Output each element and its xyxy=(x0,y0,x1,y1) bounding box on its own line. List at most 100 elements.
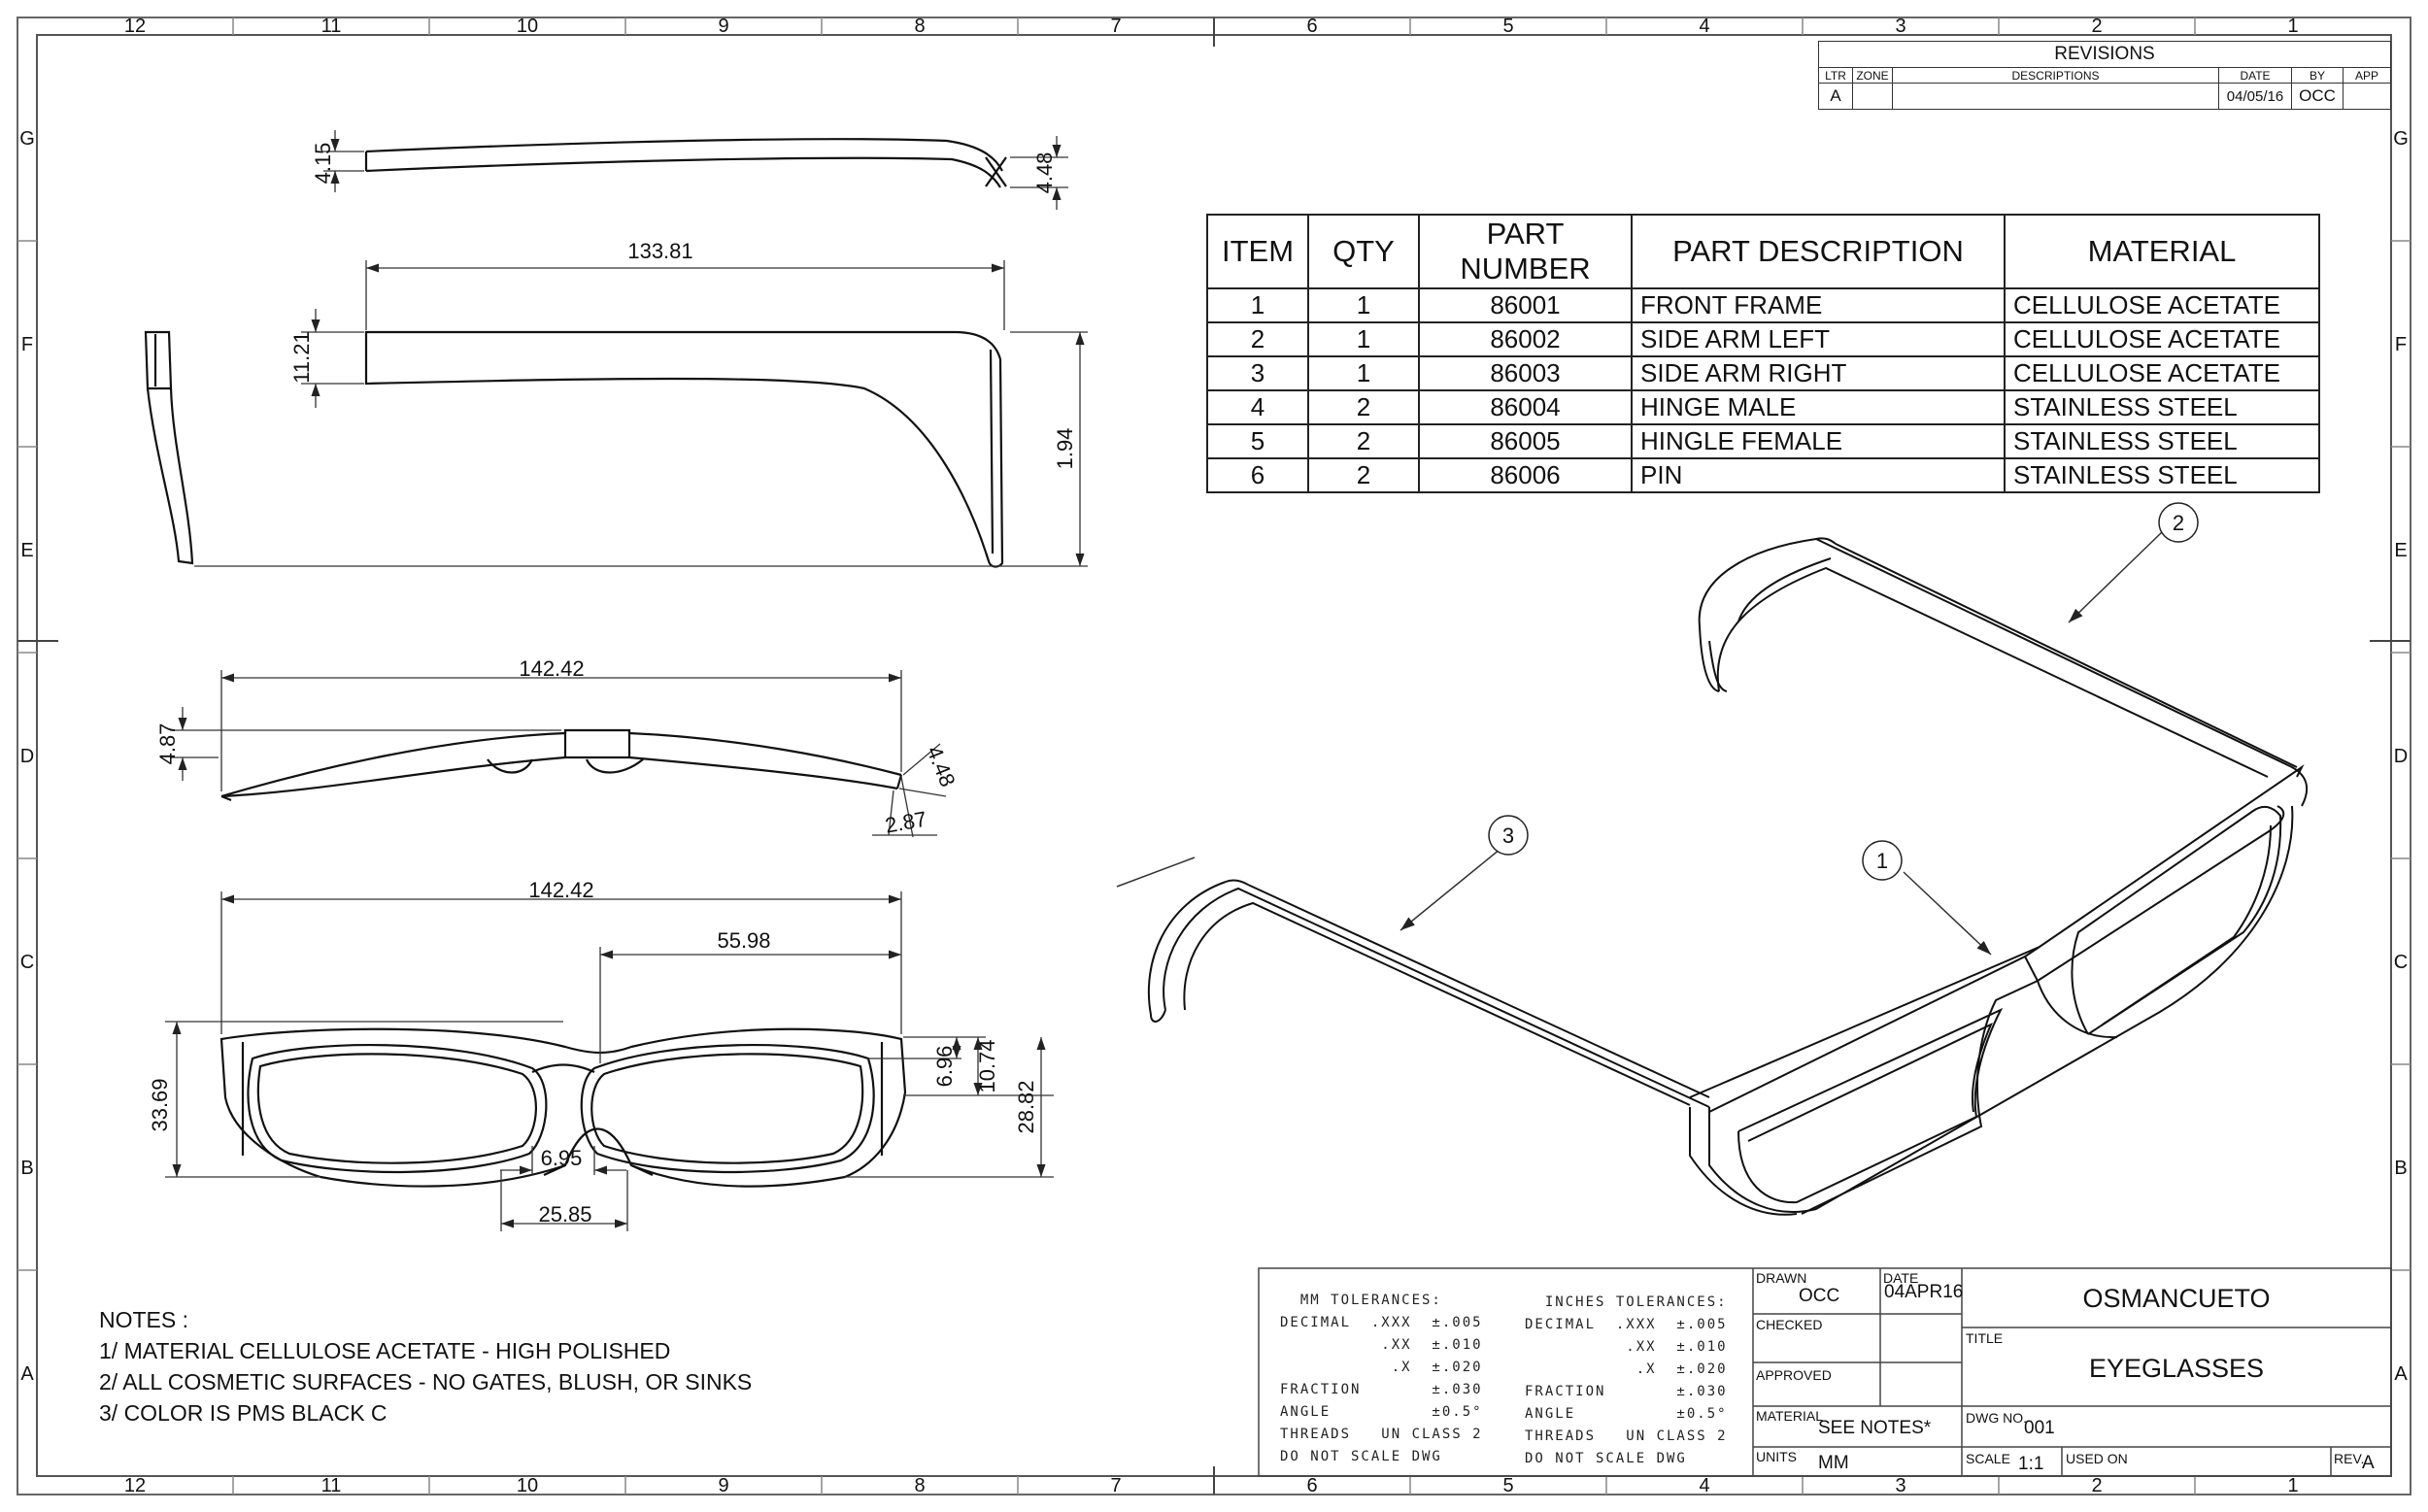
zone-col-label-bottom: 8 xyxy=(914,1475,925,1496)
zone-col-label-bottom: 1 xyxy=(2287,1475,2298,1496)
balloon-3: 3 xyxy=(1488,815,1529,856)
bom-item: 6 xyxy=(1206,457,1309,493)
rev-value: A xyxy=(2362,1453,2375,1473)
dim-front-height: 33.69 xyxy=(148,1078,172,1131)
bom-item: 2 xyxy=(1206,321,1309,357)
bom-description: SIDE ARM RIGHT xyxy=(1631,355,2006,391)
balloon-1: 1 xyxy=(1862,840,1903,881)
dim-lens-center: 55.98 xyxy=(717,928,770,953)
zone-col-label-top: 11 xyxy=(321,16,342,37)
zone-col-label-bottom: 7 xyxy=(1110,1475,1121,1496)
svg-text:1: 1 xyxy=(1876,849,1888,873)
bom-part-number: 86002 xyxy=(1418,321,1633,357)
bom-description: PIN xyxy=(1631,457,2006,493)
zone-col-label-bottom: 10 xyxy=(517,1475,538,1496)
bom-material: STAINLESS STEEL xyxy=(2004,389,2320,425)
dim-front-top-tip: 2.87 xyxy=(883,807,928,838)
zone-col-label-top: 9 xyxy=(718,16,728,37)
front-view xyxy=(219,1027,907,1188)
checked-label: CHECKED xyxy=(1756,1317,1823,1332)
temple-top-dims xyxy=(323,130,1068,210)
dim-temple-width: 11.21 xyxy=(289,331,314,383)
rev-header-descriptions: DESCRIPTIONS xyxy=(1892,67,2219,84)
rev-header-by: BY xyxy=(2291,67,2344,84)
drawn-value: OCC xyxy=(1799,1286,1840,1306)
bom-material: STAINLESS STEEL xyxy=(2004,457,2320,493)
dim-front-top-edge: 4.48 xyxy=(922,743,960,790)
mm-tolerances: MM TOLERANCES: DECIMAL .XXX ±.005 .XX ±.… xyxy=(1280,1293,1483,1464)
revisions-title: REVISIONS xyxy=(1818,41,2391,68)
bom-qty: 1 xyxy=(1307,321,1420,357)
bom-part-number: 86003 xyxy=(1418,355,1633,391)
note-1: 1/ MATERIAL CELLULOSE ACETATE - HIGH POL… xyxy=(99,1338,671,1363)
bom-qty: 1 xyxy=(1307,355,1420,391)
zone-row-label-left: B xyxy=(20,1158,33,1179)
dim-front-width: 142.42 xyxy=(528,878,593,902)
front-top-dims xyxy=(170,670,947,838)
rev-header-date: DATE xyxy=(2218,67,2292,84)
dim-bridge-span: 25.85 xyxy=(538,1202,591,1226)
rev-header-ltr: LTR xyxy=(1818,67,1853,84)
zone-row-label-left: A xyxy=(20,1363,34,1385)
bom-material: CELLULOSE ACETATE xyxy=(2004,355,2320,391)
zone-col-label-top: 7 xyxy=(1110,16,1121,37)
dim-lens-offset-a: 6.96 xyxy=(932,1046,957,1088)
revision-row: A 04/05/16 OCC xyxy=(1818,83,2391,110)
zone-row-label-right: G xyxy=(2393,128,2409,150)
zone-col-label-bottom: 9 xyxy=(718,1475,728,1496)
rev-label: REV. xyxy=(2334,1451,2365,1466)
dwg-no-label: DWG NO. xyxy=(1966,1410,2027,1426)
balloon-2: 2 xyxy=(2158,502,2199,543)
dim-temple-height: 1.94 xyxy=(1053,428,1077,470)
zone-col-label-top: 5 xyxy=(1502,16,1513,37)
bom-description: FRONT FRAME xyxy=(1631,287,2006,323)
scale-label: SCALE xyxy=(1966,1451,2010,1466)
zone-col-label-bottom: 11 xyxy=(321,1475,342,1496)
zone-col-label-bottom: 3 xyxy=(1895,1475,1905,1496)
balloon-leaders xyxy=(1116,531,2163,956)
zone-col-label-bottom: 2 xyxy=(2091,1475,2102,1496)
zone-row-label-left: E xyxy=(20,540,33,561)
bom-part-number: 86001 xyxy=(1418,287,1633,323)
dim-temple-length: 133.81 xyxy=(627,239,692,263)
approved-label: APPROVED xyxy=(1756,1367,1832,1383)
bom-item: 4 xyxy=(1206,389,1309,425)
bom-header-qty: QTY xyxy=(1307,214,1420,289)
units-label: UNITS xyxy=(1756,1449,1797,1464)
zone-col-label-bottom: 4 xyxy=(1699,1475,1709,1496)
zone-col-label-top: 12 xyxy=(124,16,146,37)
bom-header-item: ITEM xyxy=(1206,214,1309,289)
rev-app xyxy=(2343,83,2391,110)
rev-desc xyxy=(1892,83,2219,110)
company-name: OSMANCUETO xyxy=(2082,1284,2271,1313)
svg-text:2: 2 xyxy=(2173,511,2184,535)
rev-header-app: APP xyxy=(2343,67,2391,84)
bom-qty: 1 xyxy=(1307,287,1420,323)
zone-row-label-right: D xyxy=(2394,746,2408,767)
bom-qty: 2 xyxy=(1307,423,1420,459)
dim-bridge-width: 6.95 xyxy=(541,1146,583,1170)
zone-row-label-left: C xyxy=(20,952,34,973)
drawing-title: EYEGLASSES xyxy=(2088,1354,2265,1383)
svg-text:3: 3 xyxy=(1502,823,1514,848)
zone-col-label-top: 6 xyxy=(1306,16,1317,37)
note-3: 3/ COLOR IS PMS BLACK C xyxy=(99,1400,388,1426)
bom-description: HINGE MALE xyxy=(1631,389,2006,425)
bom-header-part-number: PART NUMBER xyxy=(1418,214,1633,289)
dim-lens-offset-b: 10.74 xyxy=(975,1039,999,1092)
bom-part-number: 86006 xyxy=(1418,457,1633,493)
bom-description: HINGLE FEMALE xyxy=(1631,423,2006,459)
units-value: MM xyxy=(1818,1453,1849,1473)
rev-by: OCC xyxy=(2291,83,2344,110)
front-view-dims xyxy=(165,891,1054,1231)
zone-row-label-right: C xyxy=(2394,952,2408,973)
rev-header-zone: ZONE xyxy=(1852,67,1893,84)
zone-col-label-top: 4 xyxy=(1699,16,1709,37)
